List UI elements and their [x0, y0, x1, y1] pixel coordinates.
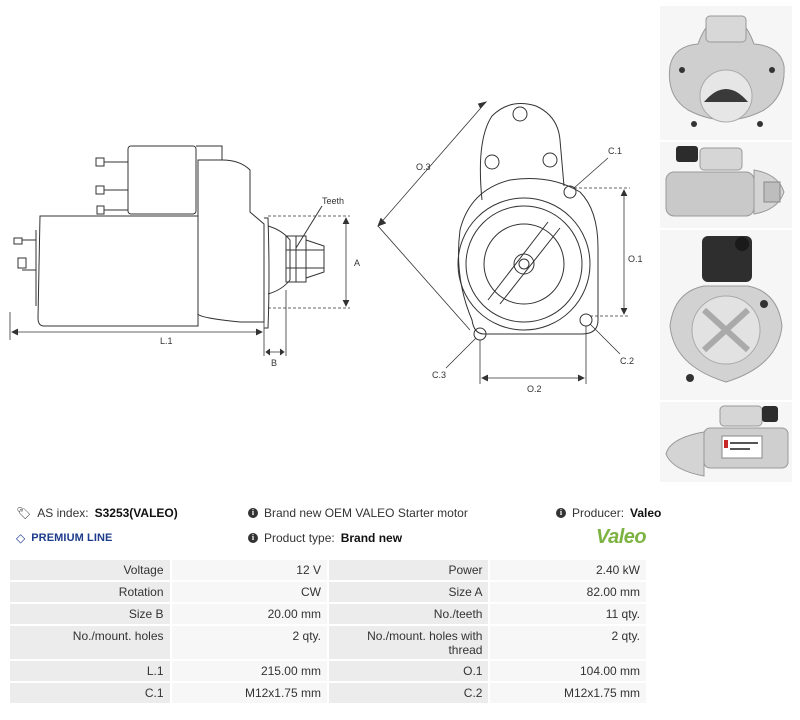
tag-icon: 🏷	[16, 506, 32, 520]
spec-value: 2 qty.	[488, 624, 648, 661]
producer-value: Valeo	[630, 506, 662, 520]
photo-side-view[interactable]	[660, 142, 792, 228]
info-icon: i	[248, 533, 258, 543]
spec-label: No./mount. holes with thread	[326, 624, 491, 661]
description-row: i Brand new OEM VALEO Starter motor	[248, 506, 468, 520]
description-text: Brand new OEM VALEO Starter motor	[264, 506, 468, 520]
spec-label: No./teeth	[326, 602, 491, 626]
as-index-value: S3253(VALEO)	[94, 506, 178, 520]
side-view-drawing: Teeth A B L.1	[9, 145, 360, 368]
spec-value: 20.00 mm	[169, 602, 329, 626]
spec-value: M12x1.75 mm	[488, 681, 648, 705]
product-type-label: Product type:	[264, 531, 335, 545]
premium-line-row: ◇ PREMIUM LINE	[16, 531, 113, 545]
spec-label: Voltage	[8, 558, 172, 582]
dim-o3-label: O.3	[416, 162, 431, 172]
diamond-icon: ◇	[16, 531, 26, 545]
dim-a-label: A	[354, 258, 360, 268]
premium-line-label: PREMIUM LINE	[31, 532, 113, 544]
callout-c2-label: C.2	[620, 356, 634, 366]
spec-value: 82.00 mm	[488, 580, 648, 604]
spec-value: 104.00 mm	[488, 659, 648, 683]
spec-label: Rotation	[8, 580, 172, 604]
dim-b-label: B	[271, 358, 277, 368]
producer-label: Producer:	[572, 506, 625, 520]
front-view-drawing: O.3 C.1 O.1 C.2 C.3 O.2	[377, 101, 643, 394]
teeth-label: Teeth	[322, 196, 344, 206]
dim-o2-label: O.2	[527, 384, 542, 394]
spec-value: 2 qty.	[169, 624, 329, 661]
spec-value: CW	[169, 580, 329, 604]
spec-label: Size B	[8, 602, 172, 626]
dim-l1-label: L.1	[160, 336, 173, 346]
callout-c1-label: C.1	[608, 146, 622, 156]
spec-label: C.1	[8, 681, 172, 705]
spec-value: 12 V	[169, 558, 329, 582]
product-type-value: Brand new	[340, 531, 403, 545]
photo-label-view[interactable]	[660, 402, 792, 482]
spec-label: Power	[326, 558, 491, 582]
dim-o1-label: O.1	[628, 254, 643, 264]
as-index-row: 🏷 AS index: S3253(VALEO)	[16, 506, 178, 520]
spec-value: M12x1.75 mm	[169, 681, 329, 705]
spec-label: L.1	[8, 659, 172, 683]
as-index-label: AS index:	[37, 506, 89, 520]
callout-c3-label: C.3	[432, 370, 446, 380]
spec-label: Size A	[326, 580, 491, 604]
photo-flange-view[interactable]	[660, 230, 792, 400]
spec-label: C.2	[326, 681, 491, 705]
product-type-row: i Product type: Brand new	[248, 531, 402, 545]
photo-rear-view[interactable]	[660, 6, 792, 140]
spec-label: No./mount. holes	[8, 624, 172, 661]
valeo-logo: Valeo	[596, 526, 647, 548]
spec-label: O.1	[326, 659, 491, 683]
spec-value: 215.00 mm	[169, 659, 329, 683]
info-icon: i	[248, 508, 258, 518]
spec-value: 2.40 kW	[488, 558, 648, 582]
spec-value: 11 qty.	[488, 602, 648, 626]
info-icon: i	[556, 508, 566, 518]
producer-row: i Producer: Valeo	[556, 506, 661, 520]
